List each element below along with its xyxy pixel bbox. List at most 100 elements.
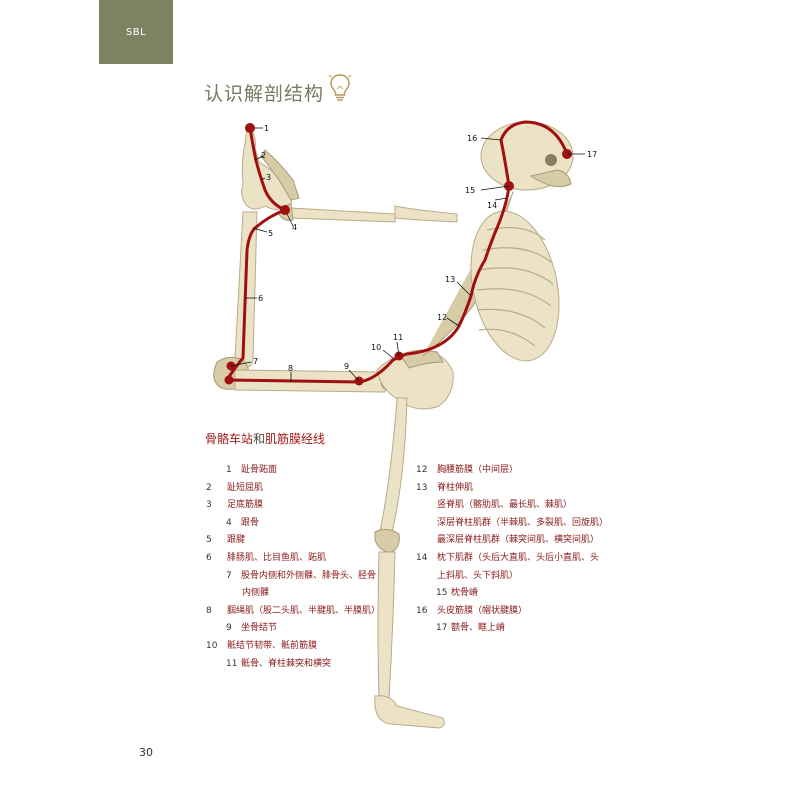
legend-text: 骶骨、脊柱棘突和横突 <box>241 658 332 669</box>
skeleton-figure: 1 2 3 4 5 6 7 8 9 10 11 12 13 14 15 16 1… <box>213 120 597 729</box>
standing-foot <box>374 695 445 729</box>
pelvis-bone <box>376 349 454 410</box>
legend-number: 6 <box>206 552 212 563</box>
figure-label-12: 12 <box>437 313 447 322</box>
legend-item: 深层脊柱肌群（半棘肌、多裂肌、回旋肌） <box>416 515 616 533</box>
legend-item: 6 腓肠肌、比目鱼肌、跖肌 <box>206 550 386 568</box>
section-title-part2: 肌筋膜经线 <box>265 432 326 446</box>
legend-number: 17 <box>436 623 448 634</box>
jaw-bone <box>529 169 572 188</box>
figure-label-1: 1 <box>264 124 269 133</box>
legend-item: 12 胸腰筋膜（中间层） <box>416 462 616 480</box>
station-dot <box>224 375 234 385</box>
legend-number: 11 <box>226 658 238 669</box>
section-title: 骨骼车站和肌筋膜经线 <box>205 430 325 447</box>
legend-number: 7 <box>226 570 232 581</box>
figure-label-14: 14 <box>487 201 497 210</box>
leader-lines <box>230 127 585 382</box>
legend-text: 头皮筋膜（帽状腱膜） <box>437 605 528 616</box>
legend-text: 枕下肌群（头后大直肌、头后小直肌、头 <box>437 552 600 563</box>
legend-item: 9 坐骨结节 <box>206 620 386 638</box>
legend-item: 竖脊肌（髂肋肌、最长肌、棘肌） <box>416 497 616 515</box>
station-dot <box>245 123 255 133</box>
legend-number: 14 <box>416 552 428 563</box>
legend-number: 5 <box>206 535 212 546</box>
lightbulb-icon <box>328 74 352 101</box>
page-number: 30 <box>139 746 153 759</box>
figure-label-7: 7 <box>253 357 258 366</box>
figure-label-13: 13 <box>445 275 455 284</box>
legend-number: 2 <box>206 482 212 493</box>
legend-number: 13 <box>416 482 428 493</box>
legend-text: 额骨、眶上嵴 <box>451 623 506 634</box>
legend-text: 趾骨跖面 <box>241 465 278 475</box>
figure-label-3: 3 <box>266 173 271 182</box>
legend-item: 4 跟骨 <box>206 515 386 533</box>
figure-label-6: 6 <box>258 294 263 303</box>
legend-number: 12 <box>416 465 428 475</box>
humerus-bone <box>394 205 458 223</box>
ribs <box>476 227 554 347</box>
legend-text: 骶结节韧带、骶前筋膜 <box>227 640 318 651</box>
legend-number: 8 <box>206 605 212 616</box>
eye-socket <box>545 154 557 166</box>
legend-text: 坐骨结节 <box>241 623 278 634</box>
legend-item: 上斜肌、头下斜肌） <box>416 568 616 586</box>
legend-item: 7 股骨内侧和外侧髁、腓骨头、胫骨 <box>206 568 386 586</box>
legend-text: 上斜肌、头下斜肌） <box>437 570 519 581</box>
figure-label-10: 10 <box>371 343 381 352</box>
figure-label-8: 8 <box>288 364 293 373</box>
figure-label-17: 17 <box>587 150 597 159</box>
figure-label-15: 15 <box>465 186 475 195</box>
chapter-tab: SBL <box>99 0 173 64</box>
legend-number: 1 <box>226 465 232 475</box>
chapter-tab-label: SBL <box>125 26 147 38</box>
superficial-back-line <box>225 120 569 384</box>
legend-text: 深层脊柱肌群（半棘肌、多裂肌、回旋肌） <box>437 517 609 528</box>
figure-label-9: 9 <box>344 362 349 371</box>
forearm-bone <box>290 207 396 223</box>
figure-label-2: 2 <box>261 151 266 160</box>
legend-text: 趾短屈肌 <box>227 482 264 493</box>
legend-item: 14 枕下肌群（头后大直肌、头后小直肌、头 <box>416 550 616 568</box>
figure-label-4: 4 <box>292 223 297 232</box>
legend-item: 10 骶结节韧带、骶前筋膜 <box>206 638 386 656</box>
legend-item: 2 趾短屈肌 <box>206 480 386 498</box>
section-title-connector: 和 <box>253 432 266 446</box>
legend-item: 5 跟腱 <box>206 532 386 550</box>
legend-text: 胸腰筋膜（中间层） <box>437 465 519 475</box>
legend-text: 腓肠肌、比目鱼肌、跖肌 <box>227 552 327 563</box>
figure-label-16: 16 <box>467 134 477 143</box>
legend-number: 16 <box>416 605 428 616</box>
legend-item: 8 腘绳肌（股二头肌、半腱肌、半膜肌） <box>206 603 386 621</box>
standing-knee <box>374 528 400 553</box>
legend-text: 股骨内侧和外侧髁、腓骨头、胫骨 <box>241 570 377 581</box>
legend-text: 腘绳肌（股二头肌、半腱肌、半膜肌） <box>227 605 381 616</box>
legend-text: 跟腱 <box>227 535 246 546</box>
legend-text: 脊柱伸肌 <box>437 482 474 493</box>
legend-number: 10 <box>206 640 218 651</box>
legend-number: 9 <box>226 623 232 634</box>
legend-number: 4 <box>226 517 232 528</box>
legend-item: 13 脊柱伸肌 <box>416 480 616 498</box>
section-title-part1: 骨骼车站 <box>205 432 254 446</box>
page-title: 认识解剖结构 <box>204 83 325 105</box>
legend-item: 最深层脊柱肌群（棘突间肌、横突间肌） <box>416 532 616 550</box>
legend-text: 最深层脊柱肌群（棘突间肌、横突间肌） <box>437 535 600 546</box>
legend-right: 12 胸腰筋膜（中间层） 13 脊柱伸肌竖脊肌（髂肋肌、最长肌、棘肌） 深层脊柱肌群（半… <box>416 462 616 638</box>
figure-label-11: 11 <box>393 333 403 342</box>
legend-text: 枕骨嵴 <box>451 588 479 599</box>
figure-label-5: 5 <box>268 229 273 238</box>
legend-text: 足底筋膜 <box>227 500 264 511</box>
toe-bones <box>260 149 300 201</box>
legend-number: 15 <box>436 588 448 599</box>
station-dot <box>280 205 290 215</box>
legend-item: 16 头皮筋膜（帽状腱膜） <box>416 603 616 621</box>
legend-text: 跟骨 <box>241 517 260 528</box>
legend-item: 1 趾骨跖面 <box>206 462 386 480</box>
